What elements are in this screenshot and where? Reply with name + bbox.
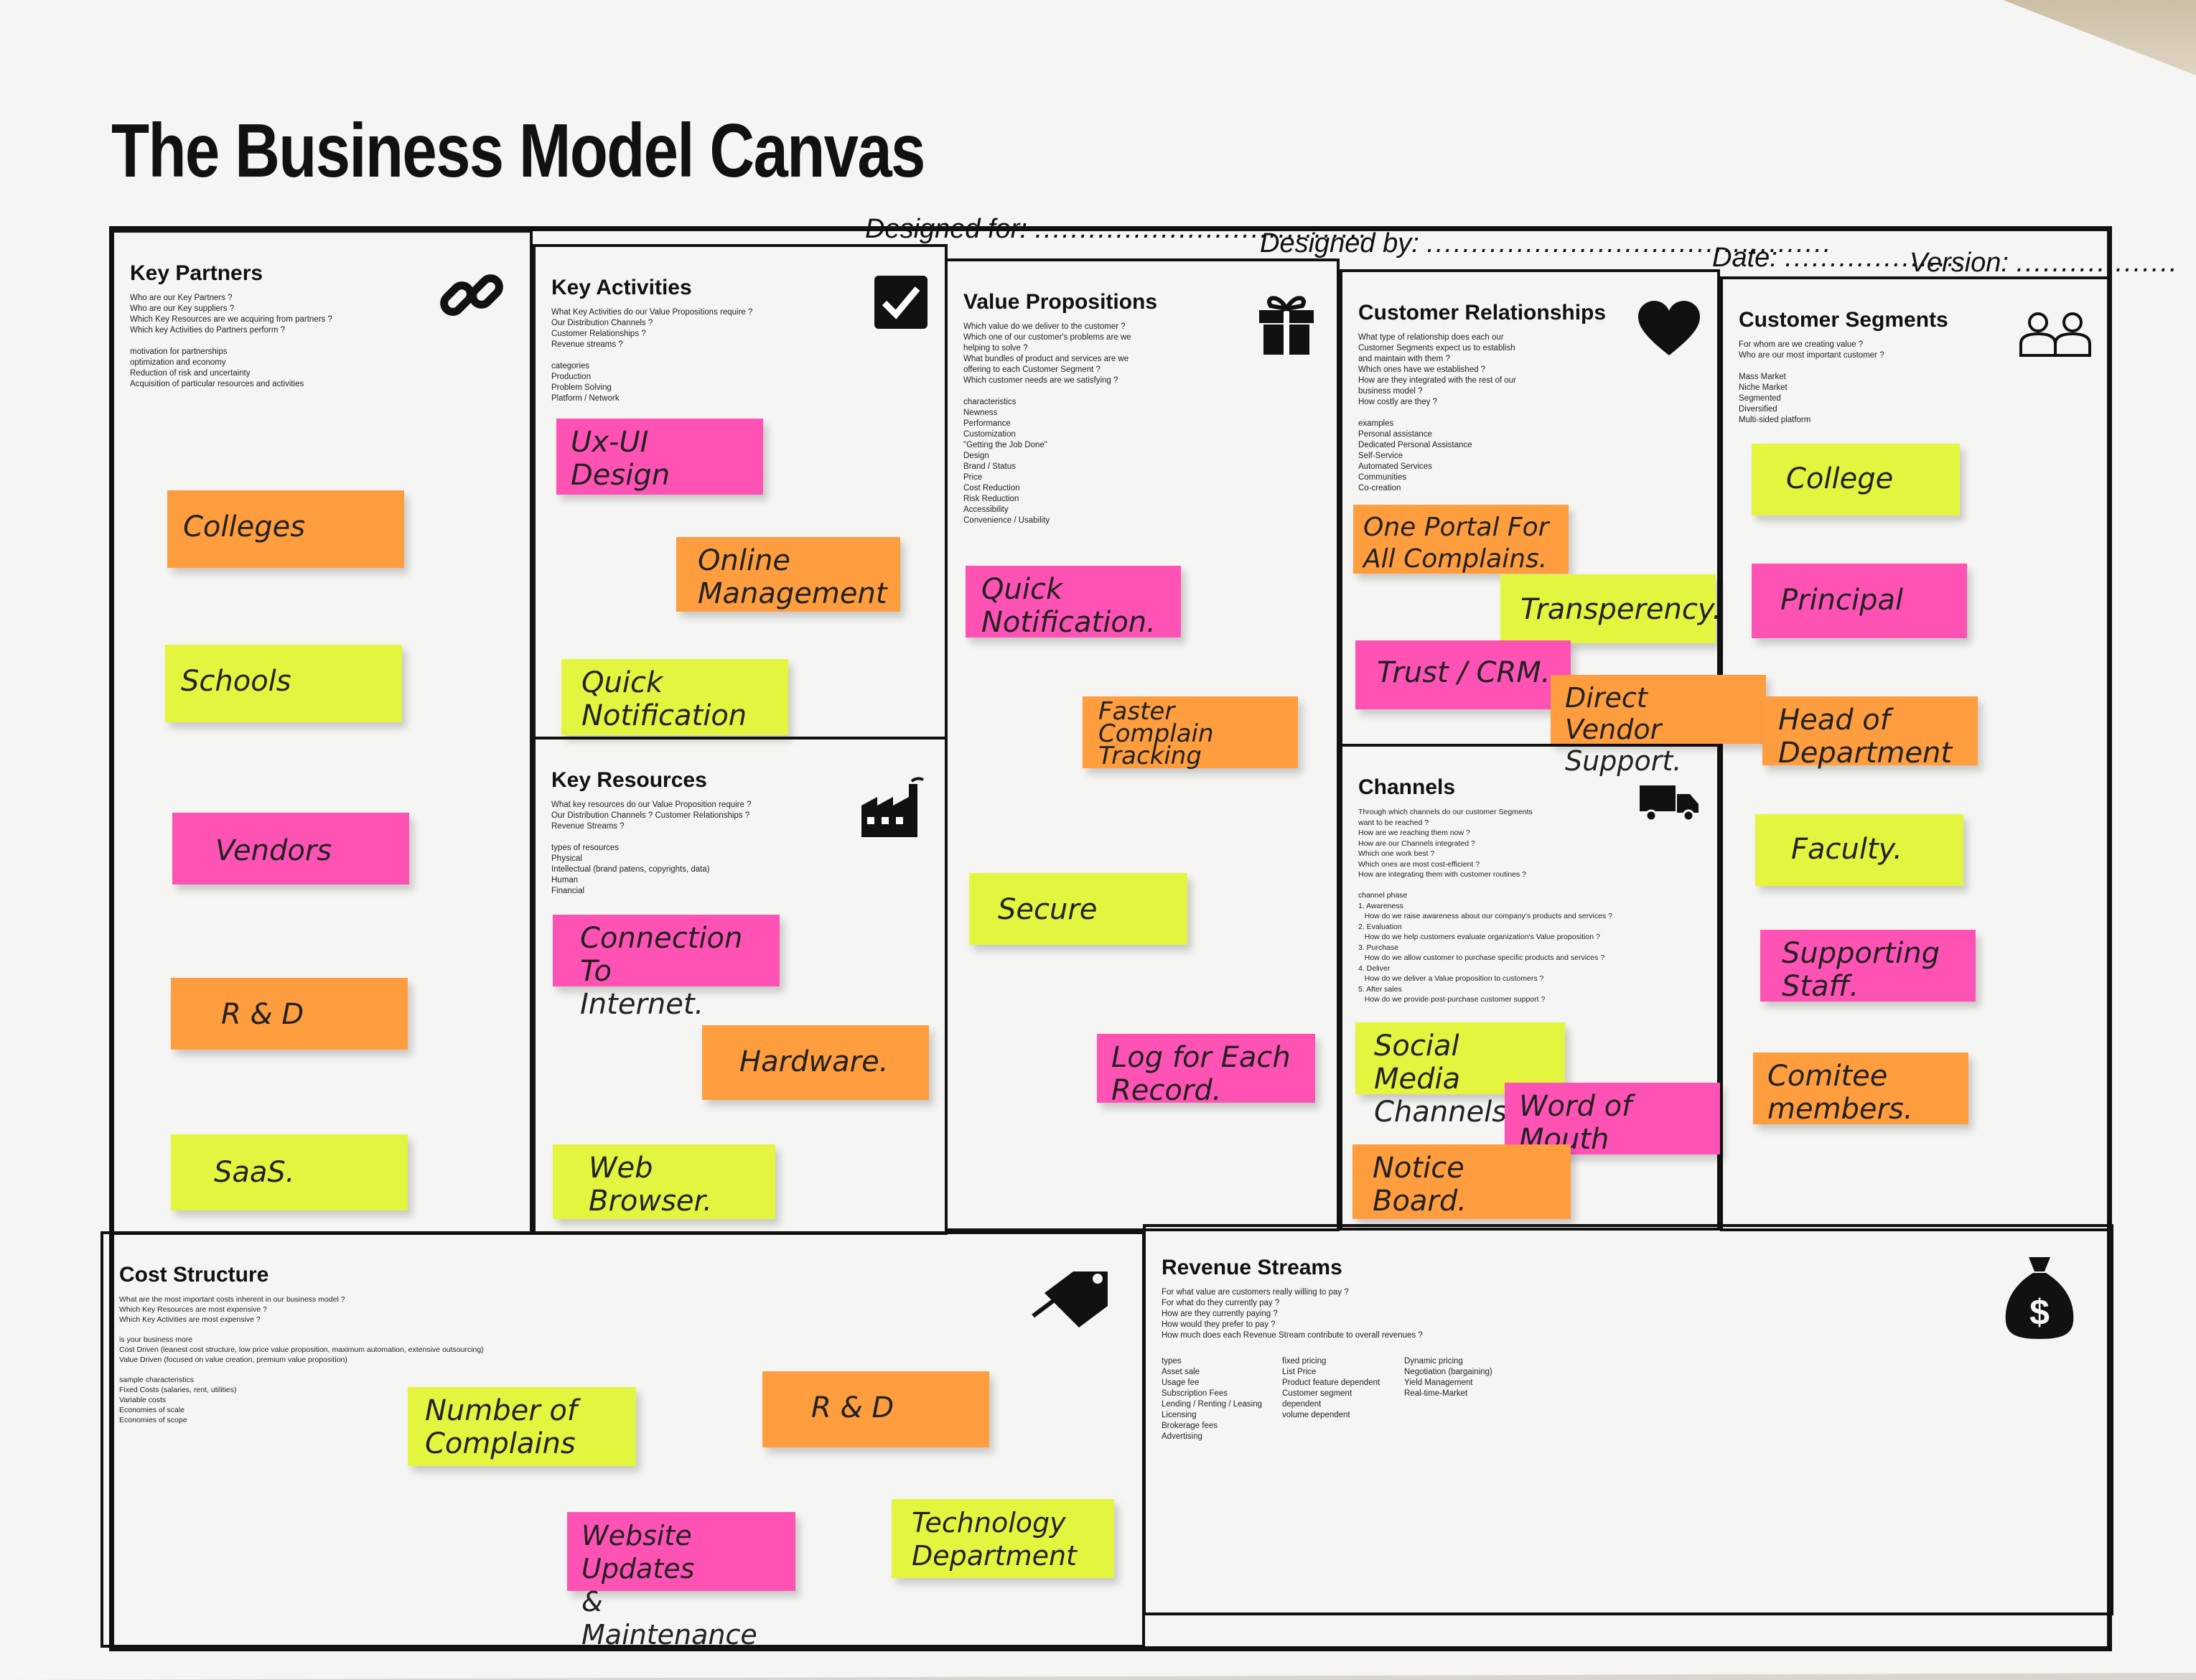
sticky-note: Transperency. [1500, 574, 1721, 643]
sticky-note: Website Updates & Maintenance [567, 1512, 795, 1651]
sticky-note: Direct Vendor Support. [1551, 675, 1766, 777]
svg-text:$: $ [2029, 1292, 2050, 1333]
key-resources-prompts: What key resources do our Value Proposit… [551, 801, 752, 895]
key-activities-title: Key Activities [551, 276, 692, 299]
sticky-note: Number of Complains [408, 1387, 636, 1466]
price-tag-icon [1032, 1271, 1108, 1327]
sticky-note: Principal [1752, 564, 1967, 638]
heart-icon [1638, 301, 1700, 355]
designed-by-field: Designed by: ...........................… [1260, 228, 1833, 258]
sticky-note: Schools [165, 645, 402, 722]
revenue-dynamic-pricing-list: Dynamic pricing Negotiation (bargaining)… [1404, 1357, 1492, 1398]
sticky-note: R & D [171, 978, 408, 1050]
customer-segments-prompts: For whom are we creating value ? Who are… [1739, 340, 1884, 424]
sticky-note: Supporting Staff. [1760, 930, 1976, 1003]
factory-icon [861, 777, 924, 837]
sticky-note: Head of Department [1762, 696, 1978, 770]
link-icon [440, 274, 503, 316]
version-label: Version: [1910, 248, 2009, 278]
channels-title: Channels [1358, 775, 1456, 799]
value-propositions-prompts: Which value do we deliver to the custome… [963, 322, 1131, 525]
sticky-note: Secure [969, 873, 1187, 945]
sticky-note: Hardware. [702, 1025, 929, 1100]
key-partners-title: Key Partners [130, 261, 263, 285]
revenue-fixed-pricing-list: fixed pricing List Price Product feature… [1282, 1357, 1380, 1419]
sticky-note: Notice Board. [1352, 1144, 1571, 1219]
date-label: Date: [1712, 243, 1777, 273]
sticky-note: R & D [762, 1371, 989, 1447]
designed-by-label: Designed by: [1260, 228, 1419, 258]
revenue-streams-block: Revenue Streams For what value are custo… [1143, 1224, 2113, 1615]
sticky-note: Word of Mouth [1505, 1083, 1720, 1156]
cost-structure-block: Cost Structure What are the most importa… [101, 1231, 1145, 1648]
sticky-note: Connection To Internet. [553, 915, 780, 1021]
key-resources-title: Key Resources [551, 768, 707, 792]
sticky-note: Quick Notification. [966, 566, 1181, 639]
date-field: Date: .................... [1712, 243, 1966, 273]
revenue-streams-title: Revenue Streams [1162, 1256, 1342, 1279]
sticky-note: One Portal For All Complains. [1353, 505, 1569, 574]
sticky-note: Technology Department [892, 1499, 1114, 1578]
customer-relationships-block: Customer Relationships What type of rela… [1340, 269, 1720, 747]
cost-structure-prompts: What are the most important costs inhere… [119, 1295, 484, 1424]
sticky-note: Log for Each Record. [1097, 1034, 1315, 1107]
sticky-note: College [1752, 444, 1960, 515]
page-title: The Business Model Canvas [111, 108, 925, 193]
sticky-note: SaaS. [171, 1134, 408, 1210]
value-propositions-block: Value Propositions Which value do we del… [945, 258, 1340, 1231]
key-partners-prompts: Who are our Key Partners ? Who are our K… [130, 294, 332, 388]
gift-icon [1259, 296, 1314, 355]
sticky-note: Faculty. [1755, 814, 1963, 886]
customer-relationships-title: Customer Relationships [1358, 301, 1607, 325]
version-field: Version: .................. [1910, 248, 2179, 278]
revenue-streams-prompts: For what value are customers really will… [1162, 1288, 1423, 1340]
key-activities-prompts: What Key Activities do our Value Proposi… [551, 308, 753, 403]
sticky-note: Ux-UI Design [556, 419, 763, 495]
cost-structure-title: Cost Structure [119, 1263, 269, 1287]
money-bag-icon: $ [2005, 1257, 2074, 1339]
sticky-note: Trust / CRM. [1355, 640, 1571, 709]
key-partners-block: Key Partners Who are our Key Partners ? … [111, 230, 533, 1235]
truck-icon [1640, 785, 1699, 821]
sticky-note: Vendors [172, 813, 409, 885]
value-propositions-title: Value Propositions [963, 290, 1158, 314]
sticky-note: Faster Complain Tracking [1083, 696, 1298, 768]
sticky-note: Quick Notification [561, 659, 788, 735]
sticky-note: Comitee members. [1753, 1053, 1968, 1126]
customer-segments-title: Customer Segments [1739, 308, 1948, 332]
sticky-note: Colleges [167, 490, 404, 568]
sticky-note: Web Browser. [553, 1144, 775, 1219]
revenue-types-list: types Asset sale Usage fee Subscription … [1162, 1357, 1263, 1441]
channels-prompts: Through which channels do our customer S… [1358, 808, 1612, 1004]
channels-block: Channels Through which channels do our c… [1340, 744, 1720, 1231]
sticky-note: Online Management [676, 537, 900, 612]
users-icon [2019, 312, 2091, 357]
checkbox-icon [874, 276, 928, 329]
customer-segments-block: Customer Segments For whom are we creati… [1720, 276, 2111, 1231]
sticky-note: Social Media Channels. [1355, 1022, 1565, 1129]
customer-relationships-prompts: What type of relationship does each our … [1358, 333, 1516, 493]
